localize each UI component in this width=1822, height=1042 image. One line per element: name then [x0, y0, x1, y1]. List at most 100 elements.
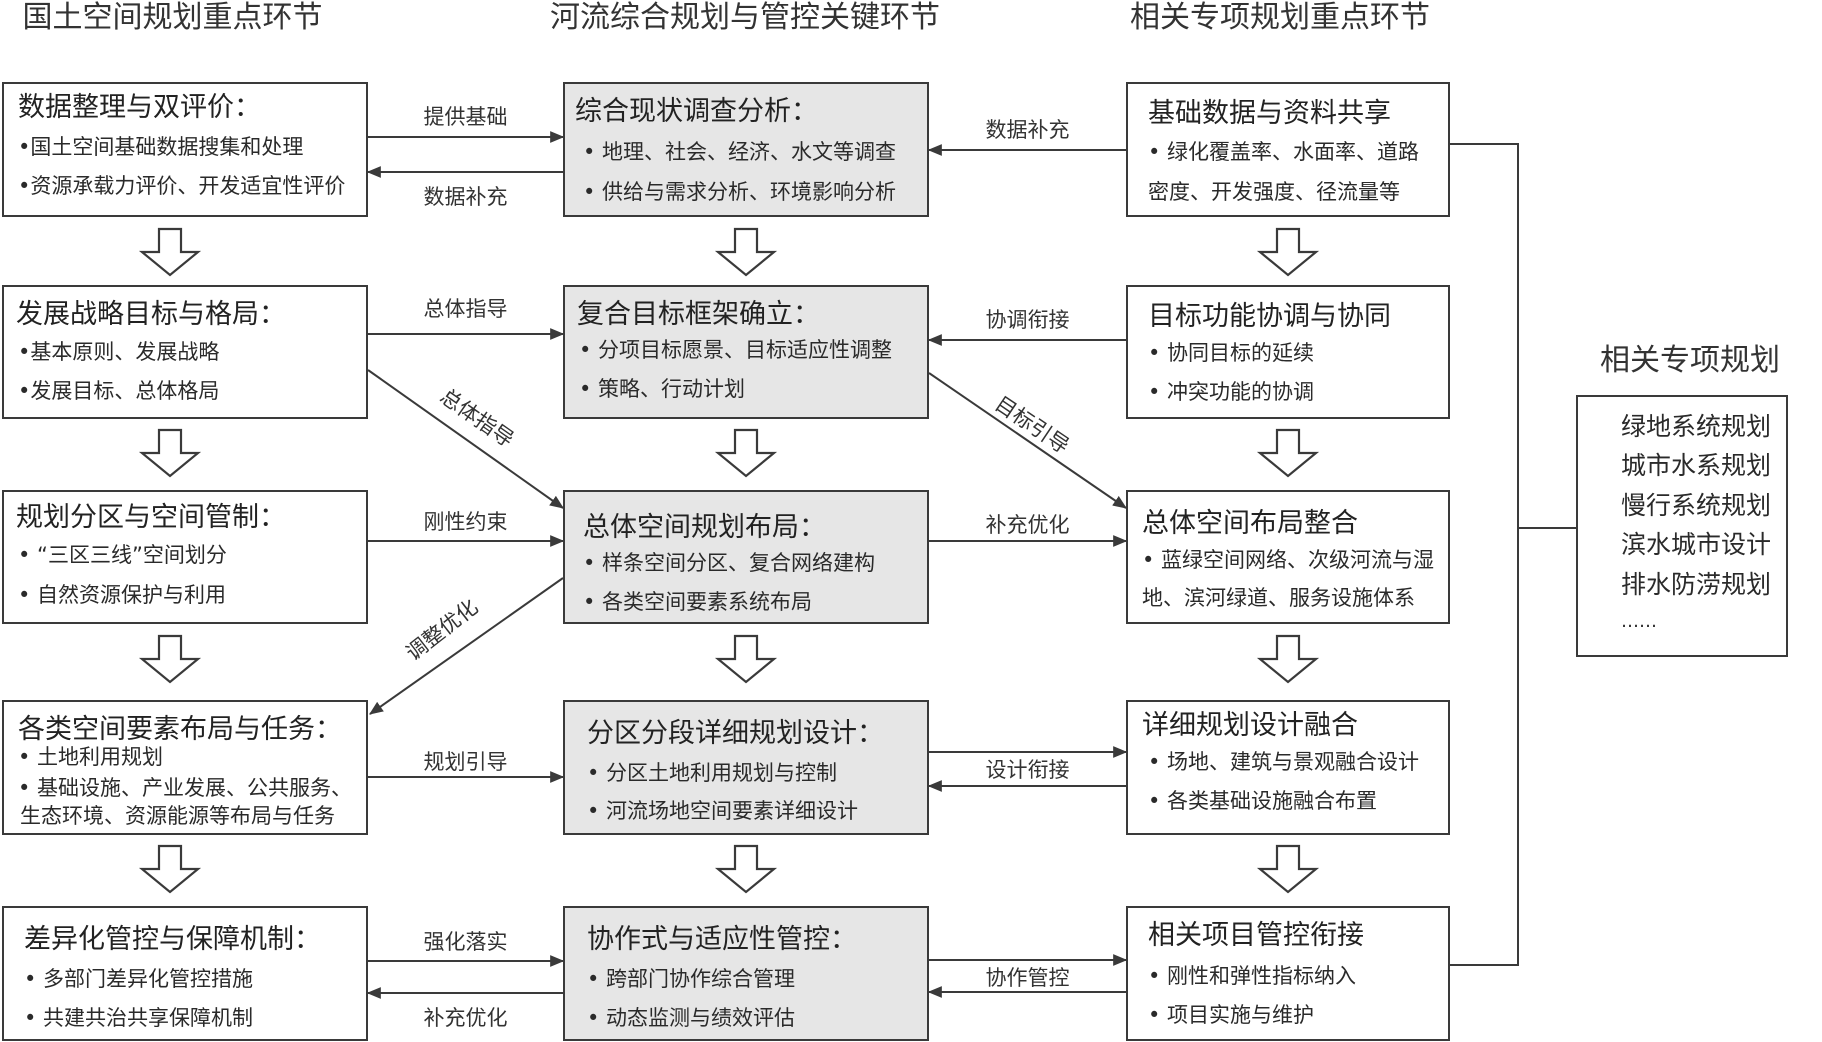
box-title: 差异化管控与保障机制：: [24, 924, 321, 955]
box-title: 相关项目管控衔接: [1148, 920, 1364, 951]
special-goal-coordination-box: 目标功能协调与协同 • 协同目标的延续 • 冲突功能的协调: [1126, 285, 1450, 419]
box-title: 详细规划设计融合: [1142, 710, 1358, 741]
box-line: •国土空间基础数据搜集和处理: [18, 135, 304, 159]
box-line: • 项目实施与维护: [1148, 1003, 1315, 1027]
edge-label-collab-control: 协作管控: [985, 966, 1070, 990]
box-title: 发展战略目标与格局：: [16, 299, 286, 330]
box-line: • 协同目标的延续: [1148, 341, 1315, 365]
side-bracket: [1450, 143, 1519, 966]
box-line: 密度、开发强度、径流量等: [1148, 180, 1400, 204]
down-arrow-mid-1: [714, 227, 778, 277]
side-panel-title: 相关专项规划: [1600, 343, 1780, 378]
box-line: 地、滨河绿道、服务设施体系: [1142, 586, 1415, 610]
arrow-adjust-optimize-diagonal: [369, 577, 564, 715]
box-line: • 各类基础设施融合布置: [1148, 789, 1378, 813]
special-design-fusion-box: 详细规划设计融合 • 场地、建筑与景观融合设计 • 各类基础设施融合布置: [1126, 700, 1450, 835]
column-heading-river-planning: 河流综合规划与管控关键环节: [550, 0, 940, 35]
river-goal-framework-box: 复合目标框架确立： • 分项目标愿景、目标适应性调整 • 策略、行动计划: [563, 285, 929, 419]
special-data-sharing-box: 基础数据与资料共享 • 绿化覆盖率、水面率、道路 密度、开发强度、径流量等: [1126, 82, 1450, 217]
down-arrow-mid-2: [714, 428, 778, 478]
edge-label-overall-guidance: 总体指导: [423, 297, 508, 321]
box-title: 总体空间布局整合: [1142, 508, 1358, 539]
special-project-control-box: 相关项目管控衔接 • 刚性和弹性指标纳入 • 项目实施与维护: [1126, 906, 1450, 1041]
box-title: 协作式与适应性管控：: [587, 924, 857, 955]
down-arrow-right-1: [1256, 227, 1320, 277]
box-title: 分区分段详细规划设计：: [587, 718, 884, 749]
box-line: •发展目标、总体格局: [18, 379, 220, 403]
edge-label-coordination-link: 协调衔接: [985, 308, 1070, 332]
edge-label-provide-basis: 提供基础: [423, 105, 508, 129]
box-line: • 分项目标愿景、目标适应性调整: [579, 338, 893, 362]
box-line: • 冲突功能的协调: [1148, 380, 1315, 404]
column-heading-land-spatial: 国土空间规划重点环节: [22, 0, 323, 35]
arrow-overall-guidance-diagonal: [367, 369, 564, 509]
land-zoning-control-box: 规划分区与空间管制： • “三区三线”空间划分 • 自然资源保护与利用: [2, 490, 368, 624]
river-adaptive-control-box: 协作式与适应性管控： • 跨部门协作综合管理 • 动态监测与绩效评估: [563, 906, 929, 1041]
side-item: 排水防涝规划: [1621, 570, 1772, 599]
edge-label-rigid-constraint: 刚性约束: [423, 510, 508, 534]
edge-label-data-supplement-right: 数据补充: [985, 118, 1070, 142]
river-detailed-design-box: 分区分段详细规划设计： • 分区土地利用规划与控制 • 河流场地空间要素详细设计: [563, 700, 929, 835]
edge-label-planning-guidance: 规划引导: [423, 750, 508, 774]
side-panel-box: 绿地系统规划 城市水系规划 慢行系统规划 滨水城市设计 排水防涝规划 ……: [1576, 395, 1788, 657]
land-differentiated-control-box: 差异化管控与保障机制： • 多部门差异化管控措施 • 共建共治共享保障机制: [2, 906, 368, 1041]
down-arrow-mid-3: [714, 634, 778, 684]
box-title: 总体空间规划布局：: [583, 512, 826, 543]
box-title: 基础数据与资料共享: [1148, 98, 1391, 129]
box-line: •基本原则、发展战略: [18, 340, 220, 364]
box-line: • 供给与需求分析、环境影响分析: [583, 180, 897, 204]
land-elements-layout-box: 各类空间要素布局与任务： • 土地利用规划 • 基础设施、产业发展、公共服务、 …: [2, 700, 368, 835]
down-arrow-left-4: [138, 844, 202, 894]
down-arrow-left-3: [138, 634, 202, 684]
side-item: ……: [1621, 611, 1657, 632]
box-line: • 跨部门协作综合管理: [587, 967, 796, 991]
box-line: • 策略、行动计划: [579, 377, 746, 401]
side-item: 滨水城市设计: [1621, 530, 1772, 559]
land-data-evaluation-box: 数据整理与双评价： •国土空间基础数据搜集和处理 •资源承载力评价、开发适宜性评…: [2, 82, 368, 217]
box-line: 生态环境、资源能源等布局与任务: [20, 804, 335, 828]
box-line: • 分区土地利用规划与控制: [587, 761, 838, 785]
box-title: 综合现状调查分析：: [575, 96, 818, 127]
box-line: • 地理、社会、经济、水文等调查: [583, 140, 897, 164]
box-line: • 样条空间分区、复合网络建构: [583, 551, 876, 575]
side-item: 绿地系统规划: [1621, 412, 1772, 441]
box-line: •资源承载力评价、开发适宜性评价: [18, 174, 346, 198]
edge-label-design-link: 设计衔接: [985, 758, 1070, 782]
land-strategy-goals-box: 发展战略目标与格局： •基本原则、发展战略 •发展目标、总体格局: [2, 285, 368, 419]
down-arrow-right-3: [1256, 634, 1320, 684]
down-arrow-mid-4: [714, 844, 778, 894]
box-line: • 自然资源保护与利用: [18, 583, 227, 607]
river-spatial-layout-box: 总体空间规划布局： • 样条空间分区、复合网络建构 • 各类空间要素系统布局: [563, 490, 929, 624]
river-survey-analysis-box: 综合现状调查分析： • 地理、社会、经济、水文等调查 • 供给与需求分析、环境影…: [563, 82, 929, 217]
box-line: • “三区三线”空间划分: [18, 543, 227, 567]
side-item: 慢行系统规划: [1621, 491, 1772, 520]
edge-label-supplement-optimize-mid: 补充优化: [985, 513, 1070, 537]
down-arrow-left-1: [138, 227, 202, 277]
box-line: • 土地利用规划: [18, 745, 164, 769]
side-item: 城市水系规划: [1621, 451, 1772, 480]
column-heading-special-planning: 相关专项规划重点环节: [1130, 0, 1430, 35]
box-line: • 绿化覆盖率、水面率、道路: [1148, 140, 1420, 164]
box-line: • 各类空间要素系统布局: [583, 590, 813, 614]
box-title: 各类空间要素布局与任务：: [18, 714, 342, 745]
box-line: • 动态监测与绩效评估: [587, 1006, 796, 1030]
box-line: • 蓝绿空间网络、次级河流与湿: [1142, 548, 1435, 572]
down-arrow-left-2: [138, 428, 202, 478]
box-title: 数据整理与双评价：: [18, 92, 261, 123]
box-line: • 场地、建筑与景观融合设计: [1148, 750, 1420, 774]
down-arrow-right-4: [1256, 844, 1320, 894]
edge-label-supplement-optimize-bottom: 补充优化: [423, 1006, 508, 1030]
box-line: • 刚性和弹性指标纳入: [1148, 964, 1357, 988]
box-title: 复合目标框架确立：: [577, 299, 820, 330]
box-title: 规划分区与空间管制：: [16, 502, 286, 533]
box-title: 目标功能协调与协同: [1148, 301, 1391, 332]
box-line: • 基础设施、产业发展、公共服务、: [18, 776, 353, 800]
box-line: • 多部门差异化管控措施: [24, 967, 254, 991]
down-arrow-right-2: [1256, 428, 1320, 478]
edge-label-strengthen-implement: 强化落实: [423, 930, 508, 954]
box-line: • 共建共治共享保障机制: [24, 1006, 254, 1030]
arrow-target-guidance-diagonal: [928, 372, 1127, 509]
box-line: • 河流场地空间要素详细设计: [587, 799, 859, 823]
